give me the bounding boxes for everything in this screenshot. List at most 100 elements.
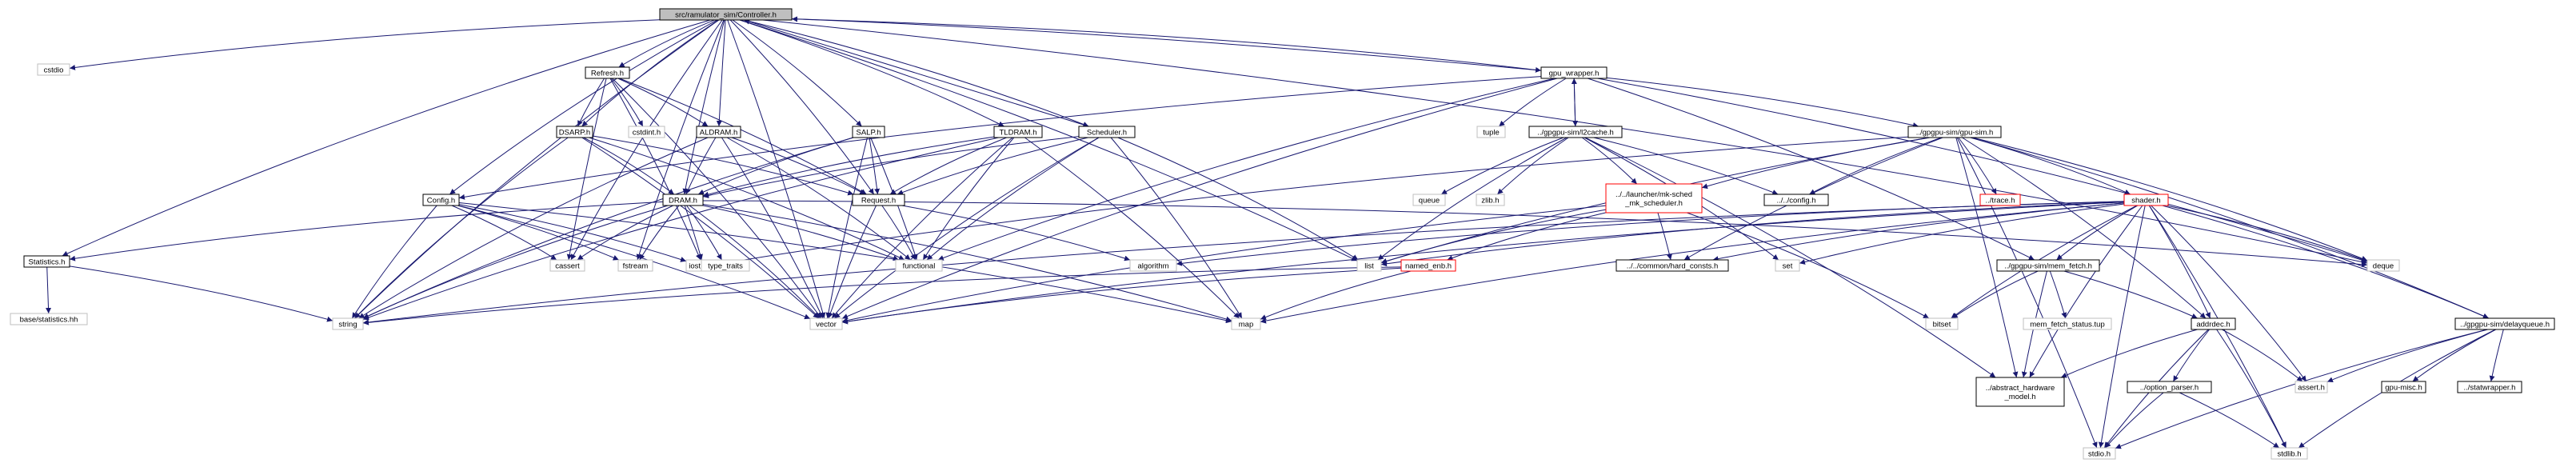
- edge-controller-to-config: [449, 19, 717, 195]
- node-set[interactable]: set: [1775, 259, 1800, 272]
- edge-refresh-to-vector: [612, 78, 822, 319]
- edge-scheduler-to-controller: [744, 18, 1089, 127]
- node-type-traits[interactable]: type_traits: [701, 259, 750, 272]
- node-deque[interactable]: deque: [2366, 259, 2400, 272]
- edge-shader-to-set: [1799, 203, 2125, 265]
- node-assert[interactable]: assert.h: [2294, 381, 2328, 393]
- node-list[interactable]: list: [1356, 259, 1382, 272]
- node-cstdio[interactable]: cstdio: [37, 63, 70, 76]
- edge-dsarp-to-functional: [589, 137, 905, 261]
- edge-controller-to-refresh: [618, 19, 715, 68]
- node-label: ../../launcher/mk-sched: [1615, 190, 1692, 199]
- node-dram[interactable]: DRAM.h: [662, 194, 704, 206]
- edge-mk_sched-to-bitset: [1687, 212, 1930, 319]
- edge-dsarp-to-request: [592, 135, 854, 196]
- node-label: ../abstract_hardware: [1986, 384, 2055, 393]
- edge-gpusim-to-trace: [1958, 137, 1997, 195]
- node-stdlib[interactable]: stdlib.h: [2270, 447, 2308, 460]
- node-delayqueue[interactable]: ../gpgpu-sim/delayqueue.h: [2454, 317, 2555, 330]
- edge-refresh-to-aldram: [617, 78, 709, 127]
- node-addrdec[interactable]: addrdec.h: [2191, 317, 2236, 330]
- edge-scheduler-to-list: [1117, 137, 1359, 261]
- node-stat-wrapper[interactable]: ../statwrapper.h: [2457, 381, 2522, 393]
- edge-tldram-to-request: [889, 137, 1007, 195]
- node-statistics[interactable]: Statistics.h: [23, 255, 70, 268]
- node-label: Config.h: [427, 197, 455, 206]
- edge-controller-to-statistics: [62, 19, 711, 257]
- node-hard-consts[interactable]: ../../common/hard_consts.h: [1615, 259, 1729, 272]
- node-label: DRAM.h: [669, 197, 697, 206]
- edge-scheduler-to-map: [1110, 137, 1243, 319]
- edge-gpusim-to-addrdec: [1962, 137, 2207, 319]
- edge-config-to-fstream: [457, 205, 619, 261]
- node-salp[interactable]: SALP.h: [852, 126, 885, 138]
- edge-config-to-vector: [458, 205, 811, 320]
- node-label: base/statistics.hh: [20, 316, 78, 325]
- node-bitset[interactable]: bitset: [1925, 317, 1959, 330]
- edge-option_parser-to-stdio: [2105, 392, 2164, 449]
- node-label: functional: [903, 262, 936, 271]
- edge-addrdec-to-option_parser: [2172, 329, 2211, 382]
- node-stdio[interactable]: stdio.h: [2083, 447, 2116, 460]
- edge-controller-to-request: [729, 19, 875, 195]
- node-mem-fetch[interactable]: ../gpgpu-sim/mem_fetch.h: [1996, 259, 2100, 272]
- node-label: cstdint.h: [633, 129, 661, 138]
- node-mem-fetch-status[interactable]: mem_fetch_status.tup: [2023, 317, 2112, 330]
- edge-shader-to-mem_fetch: [2056, 205, 2139, 261]
- node-label: mem_fetch_status.tup: [2030, 321, 2104, 329]
- node-label: named_enb.h: [1405, 262, 1452, 271]
- node-map[interactable]: map: [1231, 317, 1261, 330]
- edge-gpu_wrapper-to-tuple: [1498, 78, 1567, 127]
- node-tldram[interactable]: TLDRAM.h: [993, 126, 1043, 138]
- edge-dram-to-type_traits: [686, 205, 722, 261]
- node-refresh[interactable]: Refresh.h: [585, 66, 630, 79]
- node-base-stats[interactable]: base/statistics.hh: [10, 313, 88, 325]
- node-label: Refresh.h: [591, 70, 624, 78]
- node-mk-sched[interactable]: ../../launcher/mk-sched_mk_scheduler.h: [1605, 183, 1703, 214]
- node-aldram[interactable]: ALDRAM.h: [696, 126, 741, 138]
- node-cstdint[interactable]: cstdint.h: [628, 126, 665, 138]
- node-dsarp[interactable]: DSARP.h: [556, 126, 593, 138]
- node-label: Statistics.h: [29, 258, 66, 267]
- node-option-parser[interactable]: ../option_parser.h: [2127, 381, 2212, 393]
- node-algorithm[interactable]: algorithm: [1129, 259, 1177, 272]
- node-shader[interactable]: shader.h: [2123, 194, 2169, 206]
- node-request[interactable]: Request.h: [852, 194, 905, 206]
- node-fstream[interactable]: fstream: [617, 259, 653, 272]
- edge-dram-to-functional: [702, 205, 899, 261]
- node-tuple[interactable]: tuple: [1476, 126, 1506, 138]
- edge-addrdec-to-abstract_hw: [2060, 329, 2198, 378]
- edge-aldram-to-functional: [726, 137, 911, 261]
- edge-config-to-map: [458, 202, 1232, 324]
- node-cconfig[interactable]: ../../config.h: [1763, 194, 1829, 206]
- node-zlib[interactable]: zlib.h: [1476, 194, 1505, 206]
- edge-request-to-vector: [828, 205, 877, 319]
- edge-delayqueue-to-stdio: [2115, 329, 2488, 449]
- edge-tldram-to-string: [362, 137, 999, 321]
- node-trace[interactable]: ../trace.h: [1979, 194, 2021, 206]
- node-queue[interactable]: queue: [1412, 194, 1446, 206]
- node-abstract-hw[interactable]: ../abstract_hardware_model.h: [1975, 377, 2065, 407]
- node-controller[interactable]: src/ramulator_sim/Controller.h: [659, 8, 793, 21]
- edge-tldram-to-vector: [831, 137, 1013, 319]
- node-label: ALDRAM.h: [700, 129, 738, 138]
- node-scheduler[interactable]: Scheduler.h: [1078, 126, 1136, 138]
- node-gpu-wrapper[interactable]: gpu_wrapper.h: [1540, 66, 1608, 79]
- node-label: ../gpgpu-sim/delayqueue.h: [2460, 321, 2550, 329]
- node-config[interactable]: Config.h: [422, 194, 460, 206]
- node-gpusim[interactable]: ../gpgpu-sim/gpu-sim.h: [1907, 126, 2002, 138]
- node-label: ../gpgpu-sim/gpu-sim.h: [1916, 129, 1994, 138]
- node-functional[interactable]: functional: [895, 259, 943, 272]
- node-vector[interactable]: vector: [809, 317, 843, 330]
- edge-l2cache-to-queue: [1440, 137, 1564, 195]
- node-cassert[interactable]: cassert: [549, 259, 585, 272]
- edge-delayqueue-to-stat_wrapper: [2489, 329, 2504, 382]
- node-l2cache[interactable]: ../gpgpu-sim/l2cache.h: [1528, 126, 1623, 138]
- edge-scheduler-to-vector: [833, 137, 1100, 319]
- edge-scheduler-to-functional: [926, 137, 1100, 261]
- node-string[interactable]: string: [332, 317, 364, 330]
- edge-gpusim-to-mk_sched: [1701, 137, 1930, 190]
- node-gpu-misc[interactable]: gpu-misc.h: [2381, 381, 2426, 393]
- node-named-enb[interactable]: named_enb.h: [1400, 259, 1456, 272]
- edge-shader-to-delayqueue: [2162, 205, 2489, 319]
